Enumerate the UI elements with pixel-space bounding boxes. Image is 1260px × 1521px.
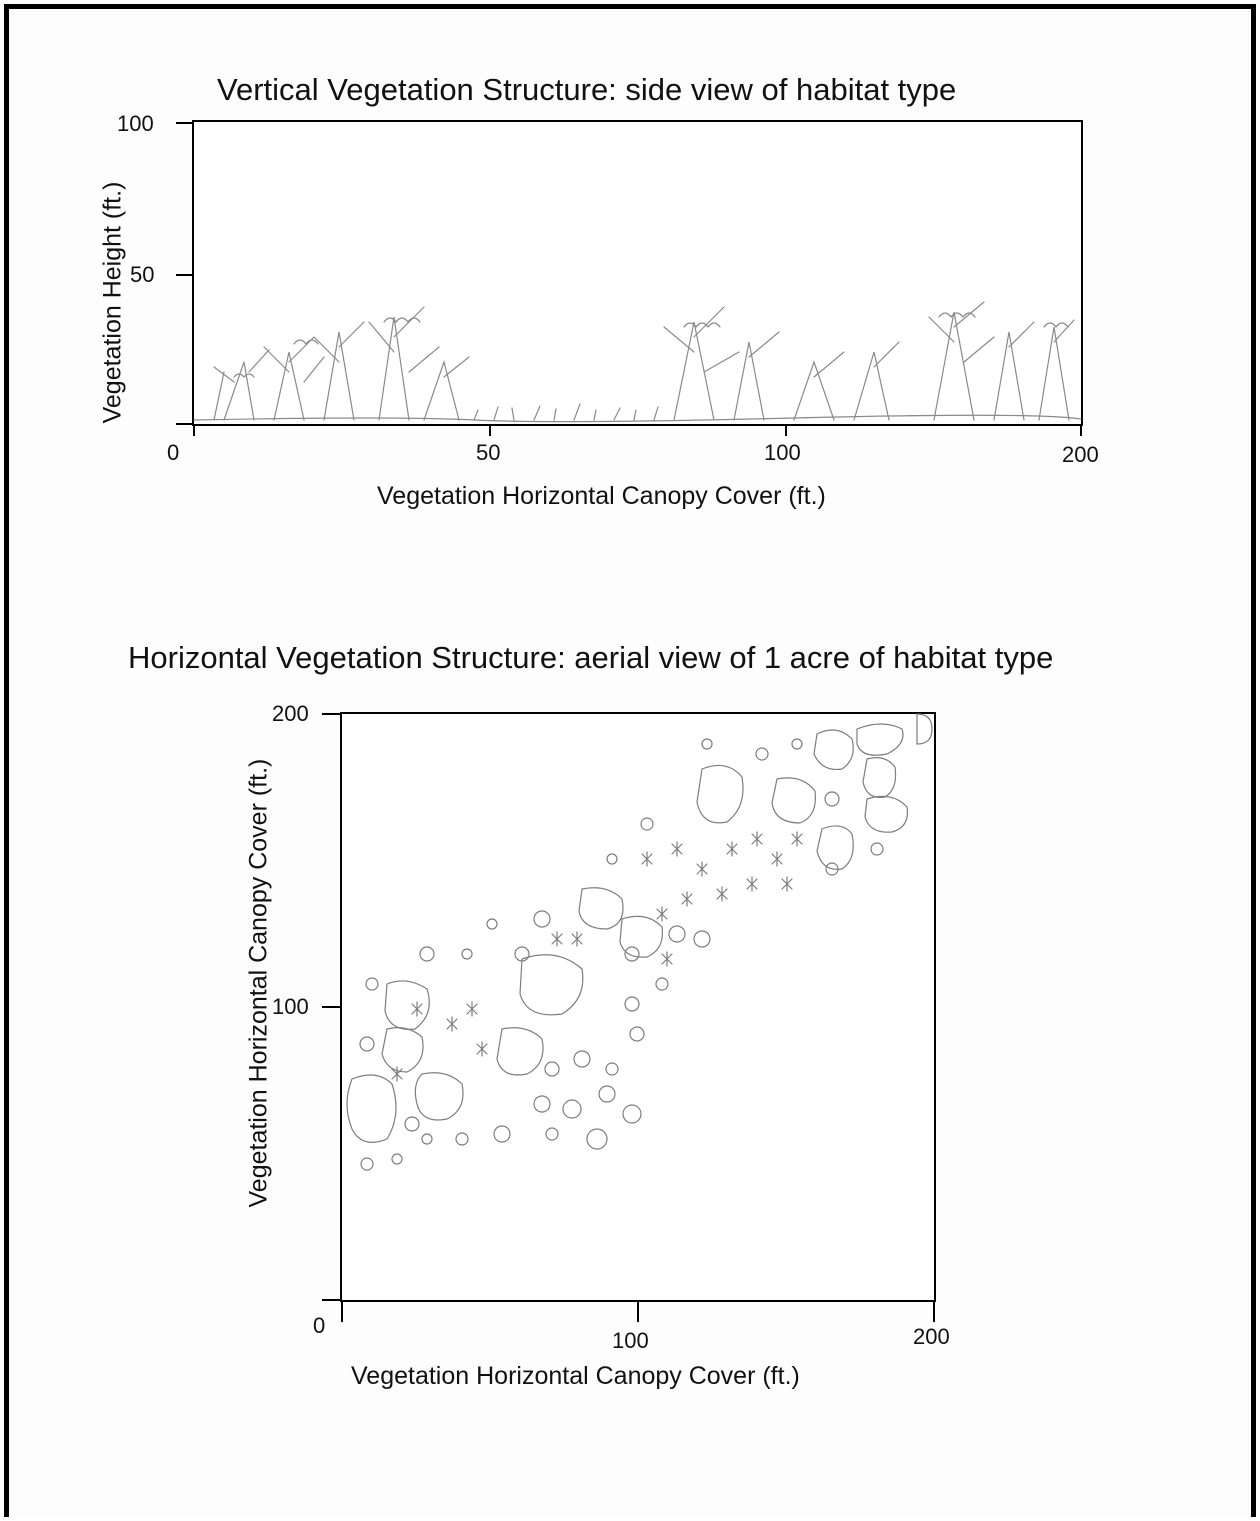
- bottom-y-tick-200: 200: [272, 701, 309, 726]
- bottom-panel-title: Horizontal Vegetation Structure: aerial …: [128, 640, 1054, 675]
- top-x-tick-200: 200: [1062, 442, 1099, 467]
- top-shrub-sketch: [193, 301, 1082, 423]
- bottom-y-tick-0: 0: [313, 1313, 326, 1338]
- bottom-y-tick-100: 100: [272, 994, 309, 1019]
- bottom-x-tick-100: 100: [612, 1328, 649, 1353]
- bottom-x-tick-200: 200: [913, 1324, 950, 1349]
- top-x-tick-100: 100: [764, 440, 801, 465]
- bottom-y-axis-label: Vegetation Horizontal Canopy Cover (ft.): [244, 758, 273, 1208]
- bottom-x-axis-label: Vegetation Horizontal Canopy Cover (ft.): [351, 1362, 800, 1390]
- top-x-tick-0: 0: [167, 440, 180, 465]
- top-x-axis-label: Vegetation Horizontal Canopy Cover (ft.): [377, 482, 826, 510]
- top-y-axis-label: Vegetation Height (ft.): [98, 181, 127, 424]
- top-y-tick-100: 100: [117, 111, 154, 136]
- top-panel-title: Vertical Vegetation Structure: side view…: [217, 72, 957, 107]
- top-x-tick-50: 50: [476, 440, 501, 465]
- bottom-aerial-sketch: [346, 713, 933, 1171]
- top-y-tick-50: 50: [130, 262, 155, 287]
- top-plot-area: [192, 120, 1083, 426]
